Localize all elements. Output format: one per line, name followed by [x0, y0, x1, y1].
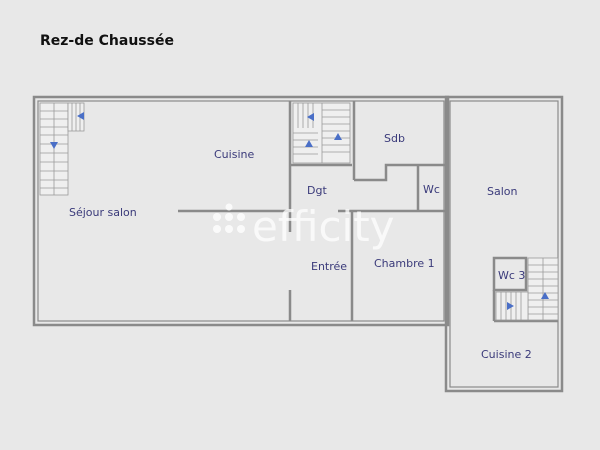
room-label-dgt: Dgt [307, 184, 327, 197]
stair-arrow-icon [305, 140, 313, 147]
room-label-chambre1: Chambre 1 [374, 257, 435, 270]
room-label-wc3: Wc 3 [498, 269, 525, 282]
room-label-cuisine2: Cuisine 2 [481, 348, 532, 361]
floor-title: Rez-de Chaussée [40, 33, 174, 49]
stair-arrow-icon [77, 112, 84, 120]
room-label-salon: Salon [487, 185, 518, 198]
stair-arrow-icon [334, 133, 342, 140]
stairs-middle [292, 102, 351, 164]
outer-wall-main [32, 95, 450, 327]
room-label-cuisine: Cuisine [214, 148, 254, 161]
stair-arrow-icon [541, 292, 549, 299]
stair-arrow-icon [507, 302, 514, 310]
room-label-wc: Wc [423, 183, 440, 196]
watermark-logo-icon [213, 203, 245, 233]
stair-arrow-icon [307, 113, 314, 121]
walls [32, 95, 564, 393]
room-label-entree: Entrée [311, 260, 347, 273]
stair-arrow-icon [50, 142, 58, 149]
outer-wall-right [444, 95, 564, 393]
room-label-sdb: Sdb [384, 132, 405, 145]
watermark-text: efficity [252, 202, 395, 251]
room-label-sejour: Séjour salon [69, 206, 137, 219]
stairs-left [39, 102, 85, 196]
